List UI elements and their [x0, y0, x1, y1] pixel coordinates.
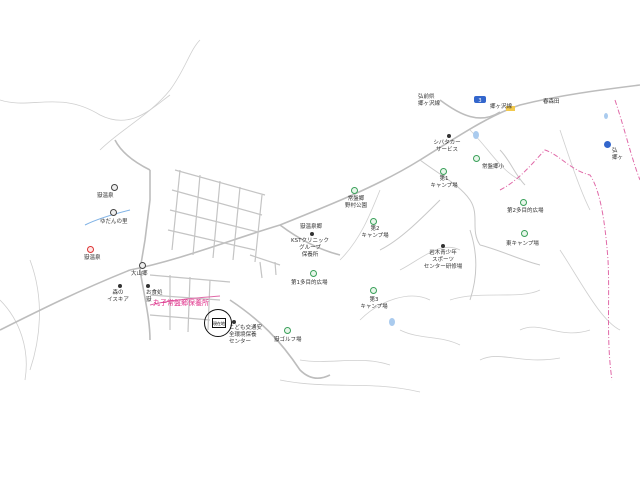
place-label: 嶽温泉郷: [300, 224, 323, 230]
golf-icon[interactable]: [284, 327, 291, 334]
place-label: 弘前県 郷ヶ沢線: [418, 94, 441, 107]
place-label: 弘 郷ヶ: [612, 148, 624, 161]
pond-icon: [604, 113, 608, 119]
shop-icon[interactable]: [447, 134, 451, 138]
route-marker-icon[interactable]: [604, 141, 611, 148]
walking-path: [149, 295, 221, 306]
camp-icon[interactable]: [440, 168, 447, 175]
place-label: 嶽温泉: [84, 255, 101, 261]
highlight-label: 丸子常盤郷保養所: [153, 299, 209, 307]
place-label: こども交通安 全環境保養 センター: [229, 325, 263, 345]
camp-icon[interactable]: [370, 218, 377, 225]
junction-icon: [506, 106, 515, 111]
stream-line: [84, 209, 131, 226]
place-label: 大山郷: [131, 271, 148, 277]
place-label: 第3 キャンプ場: [360, 297, 388, 310]
pond-icon: [389, 318, 395, 326]
place-label: 第2多目的広場: [507, 208, 544, 214]
svg-text:3: 3: [478, 98, 481, 104]
place-label: 第1 キャンプ場: [430, 176, 458, 189]
building-icon[interactable]: [118, 284, 122, 288]
camp-icon[interactable]: [521, 230, 528, 237]
school-icon[interactable]: [473, 155, 480, 162]
route-shield-icon: 3: [474, 96, 486, 104]
junction-marker-icon[interactable]: [139, 262, 146, 269]
facility-icon[interactable]: [232, 320, 236, 324]
park-icon[interactable]: [520, 199, 527, 206]
main-roads: [0, 84, 640, 380]
camp-icon[interactable]: [370, 287, 377, 294]
grid-streets: [149, 169, 281, 333]
onsen-icon[interactable]: [110, 209, 117, 216]
pond-icon: [473, 131, 479, 139]
place-label: ゆだんの里: [100, 219, 128, 225]
clinic-icon[interactable]: [310, 232, 314, 236]
place-label: 東キャンプ場: [506, 241, 539, 247]
onsen-icon[interactable]: [87, 246, 94, 253]
place-label: 森の イスキア: [107, 290, 129, 303]
location-marker[interactable]: 現在地: [204, 309, 232, 337]
place-label: 第1多目的広場: [291, 280, 328, 286]
park-roads: [379, 149, 541, 301]
place-label: 常盤郷 野村公園: [344, 196, 368, 209]
boundary-line: [499, 99, 640, 381]
park-icon[interactable]: [351, 187, 358, 194]
place-label: 郷ヶ沢線: [490, 104, 513, 110]
place-label: お食処 嶽: [146, 290, 163, 303]
place-label: 岩木青少年 スポーツ センター研修場: [423, 250, 463, 270]
location-marker-label: 現在地: [212, 318, 226, 328]
place-label: 春森田: [543, 99, 560, 105]
park-icon[interactable]: [310, 270, 317, 277]
shop-icon[interactable]: [146, 284, 150, 288]
place-label: シバタカー サービス: [433, 140, 461, 153]
sports-center-icon[interactable]: [441, 244, 445, 248]
place-label: 常盤郷小: [482, 164, 505, 170]
place-label: 第2 キャンプ場: [361, 226, 389, 239]
building-icon[interactable]: [111, 184, 118, 191]
terrain-lines: [0, 39, 621, 393]
place-label: 嶽温泉: [97, 193, 114, 199]
place-label: KSTクリニック グループ 保養所: [291, 238, 329, 258]
place-label: 嶽ゴルフ場: [274, 337, 302, 343]
